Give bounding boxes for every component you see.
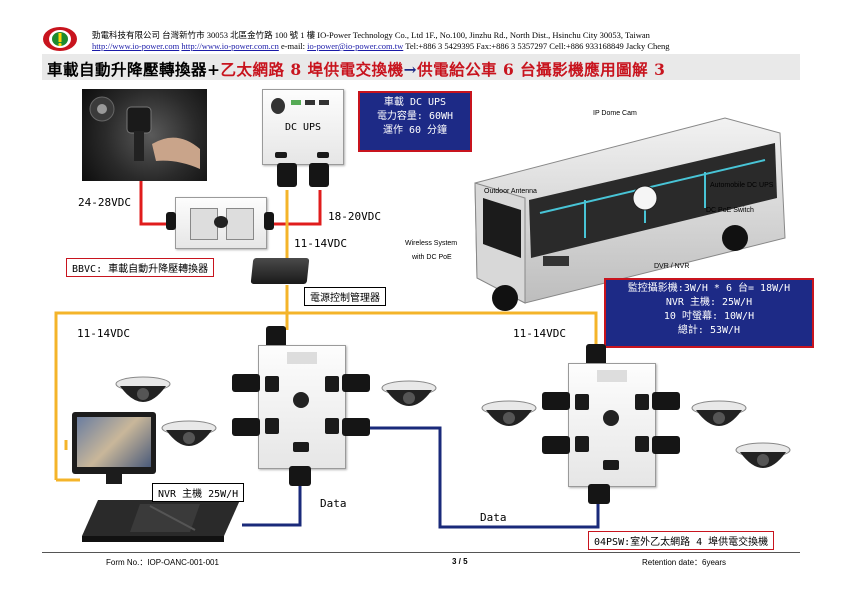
ups-logo-icon	[271, 98, 285, 114]
switch2-gland-bottom	[588, 484, 610, 504]
title-arrow: →	[403, 60, 418, 79]
switch2-gland-r1	[652, 392, 680, 410]
bbvc-gland-left	[166, 212, 176, 230]
website-cn-link[interactable]: http://www.io-power.com.cn	[181, 41, 279, 51]
car-power-photo	[82, 89, 207, 181]
power-summary-line4: 總計: 53W/H	[677, 325, 741, 336]
footer-retention: Retention date：6years	[642, 558, 727, 567]
footer-form-no: Form No.：IOP-OANC-001-001	[106, 558, 219, 567]
bus-label-wireless-1: Wireless System	[405, 240, 458, 247]
switch1-logo-icon	[293, 392, 309, 408]
ups-spec-box: 車載 DC UPS 電力容量: 60WH 運作 60 分鐘	[358, 91, 472, 152]
nvr-label: NVR 主機 25W/H	[152, 483, 245, 502]
wire-24vdc	[139, 180, 176, 226]
title-part1: 車載自動升降壓轉換器+	[47, 60, 221, 79]
ups-spec-line1: 車載 DC UPS	[383, 97, 447, 108]
wire-data-right	[345, 426, 600, 529]
power-manager-device	[250, 258, 310, 284]
ups-gland-left	[277, 163, 297, 187]
label-24-28vdc: 24-28VDC	[78, 196, 131, 209]
switch2-logo-icon	[603, 410, 619, 426]
bbvc-logo-icon	[214, 216, 228, 228]
label-11-14vdc-right: 11-14VDC	[513, 327, 566, 340]
monitor-stand	[106, 474, 122, 484]
switch1-gland-r2	[342, 418, 370, 436]
dc-ups-label: DC UPS	[284, 122, 322, 133]
switch1-gland-top	[266, 326, 286, 348]
switch1-gland-l1	[232, 374, 260, 392]
label-data-left: Data	[320, 497, 347, 510]
label-11-14vdc-left: 11-14VDC	[77, 327, 130, 340]
dome-camera-icon	[380, 378, 438, 414]
label-data-right: Data	[480, 511, 507, 524]
bbvc-converter	[175, 197, 267, 249]
switch2-gland-l2	[542, 436, 570, 454]
footer-page-number: 3 / 5	[452, 557, 468, 566]
ups-gland-right	[309, 163, 329, 187]
website-link[interactable]: http://www.io-power.com	[92, 41, 180, 51]
bbvc-label: BBVC: 車載自動升降壓轉換器	[66, 258, 215, 277]
dome-camera-icon	[734, 440, 792, 476]
dome-camera-icon	[480, 398, 538, 434]
switch1-gland-bottom	[289, 466, 311, 486]
switch2-gland-r2	[652, 436, 680, 454]
company-logo	[42, 26, 78, 52]
psw-label: 04PSW:室外乙太網路 4 埠供電交換機	[588, 531, 775, 550]
bus-label-poe-switch: DC PoE Switch	[706, 207, 754, 214]
switch2-gland-l1	[542, 392, 570, 410]
bbvc-gland-right	[264, 212, 274, 230]
poe-switch-left	[258, 345, 346, 469]
ups-spec-line3: 運作 60 分鐘	[382, 125, 448, 136]
title-bar-bg	[42, 54, 800, 80]
contact-numbers: Tel:+886 3 5429395 Fax:+886 3 5357297 Ce…	[405, 41, 670, 51]
switch2-gland-top	[586, 344, 606, 366]
email-label: e-mail:	[280, 41, 306, 51]
header-contact-line: http://www.io-power.com http://www.io-po…	[92, 41, 670, 51]
title-part3: 供電給公車 6 台攝影機應用圖解 3	[417, 60, 666, 79]
label-11-14vdc-top: 11-14VDC	[294, 237, 347, 250]
switch1-gland-l2	[232, 418, 260, 436]
dome-camera-icon	[114, 374, 172, 410]
wire-18vdc	[265, 190, 322, 226]
page-title: 車載自動升降壓轉換器+乙太網路 8 埠供電交換機→供電給公車 6 台攝影機應用圖…	[47, 58, 665, 80]
dome-camera-icon	[160, 418, 218, 454]
bus-label-auto-ups: Automobile DC UPS	[710, 182, 774, 189]
poe-switch-right	[568, 363, 656, 487]
nvr-device	[80, 496, 242, 542]
power-summary-line1: 監控攝影機:3W/H * 6 台= 18W/H	[627, 283, 791, 294]
power-summary-box: 監控攝影機:3W/H * 6 台= 18W/H NVR 主機: 25W/H 10…	[604, 278, 814, 348]
bus-label-wireless-2: with DC PoE	[412, 254, 452, 261]
dc-ups-device: DC UPS	[262, 89, 344, 165]
bus-label-dvr: DVR / NVR	[654, 263, 690, 270]
power-manager-label: 電源控制管理器	[304, 287, 386, 306]
monitor-icon	[72, 412, 156, 474]
switch1-gland-r1	[342, 374, 370, 392]
email-link[interactable]: io-power@io-power.com.tw	[307, 41, 404, 51]
wire-power-bus	[54, 311, 598, 480]
wire-data-left	[242, 468, 302, 527]
power-summary-line3: 10 吋螢幕: 10W/H	[663, 311, 755, 322]
title-part2: 乙太網路 8 埠供電交換機	[220, 60, 404, 79]
dome-camera-icon	[690, 398, 748, 434]
power-summary-line2: NVR 主機: 25W/H	[665, 297, 753, 308]
label-18-20vdc: 18-20VDC	[328, 210, 381, 223]
bus-label-antenna: Outdoor Antenna	[484, 188, 537, 195]
ups-spec-line2: 電力容量: 60WH	[376, 111, 454, 122]
bus-label-ip-dome: IP Dome Cam	[593, 110, 637, 117]
footer-divider	[42, 552, 800, 553]
bus-illustration	[405, 88, 800, 313]
header-company-line: 勁電科技有限公司 台灣新竹市 30053 北區金竹路 100 號 1 樓 IO-…	[92, 30, 650, 40]
